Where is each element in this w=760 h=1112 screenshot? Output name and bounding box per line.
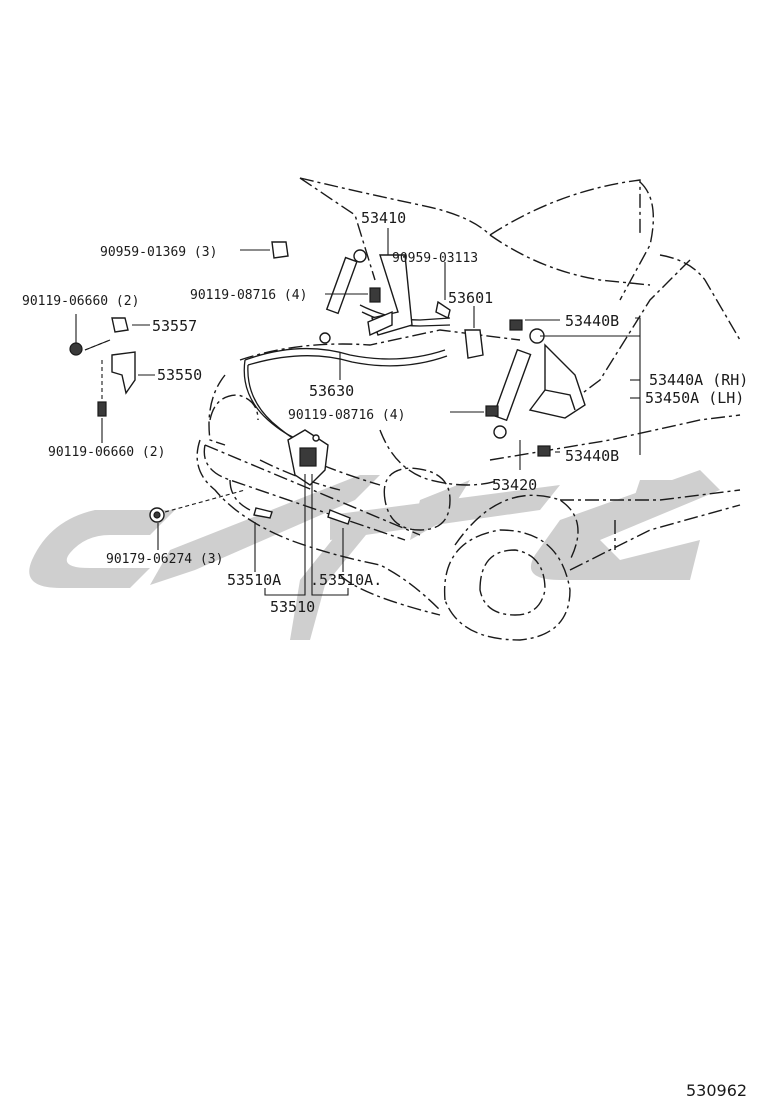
label-53450a: 53450A (LH) (645, 389, 744, 407)
label-90119-06660-top: 90119-06660 (2) (22, 294, 139, 309)
label-53557: 53557 (152, 317, 197, 335)
label-53440b-bottom: 53440B (565, 447, 619, 465)
label-90179-06274: 90179-06274 (3) (106, 552, 223, 567)
label-53440b-top: 53440B (565, 312, 619, 330)
hood-hinge-right (528, 343, 586, 419)
label-90119-06660-bottom: 90119-06660 (2) (48, 445, 165, 460)
leader-lines (75, 228, 641, 596)
label-90119-08716-left: 90119-08716 (4) (190, 288, 307, 303)
label-53510: 53510 (270, 598, 315, 616)
part-labels: 90959-01369 (3) 90119-06660 (2) 53557 53… (22, 209, 748, 616)
label-53601: 53601 (448, 289, 493, 307)
hood-hinge (367, 254, 413, 337)
hood-support-rod-right (492, 328, 545, 439)
label-53510a-right: .53510A. (310, 571, 382, 589)
watermark-logo (29, 470, 720, 640)
reference-number: 530962 (686, 1081, 747, 1100)
hood-support-rod-left (319, 249, 367, 344)
label-53410: 53410 (361, 209, 406, 227)
hardware-bolts (69, 241, 551, 525)
release-cable (243, 304, 451, 445)
label-53510a-left: 53510A (227, 571, 281, 589)
hood-lock-bracket (111, 317, 136, 395)
label-53550: 53550 (157, 366, 202, 384)
label-90959-01369: 90959-01369 (3) (100, 245, 217, 260)
label-53630: 53630 (309, 382, 354, 400)
hood-latch-assembly (287, 429, 329, 486)
label-53420: 53420 (492, 476, 537, 494)
label-53440a: 53440A (RH) (649, 371, 748, 389)
label-90959-03113: 90959-03113 (392, 251, 478, 266)
label-90119-08716-right: 90119-08716 (4) (288, 408, 405, 423)
